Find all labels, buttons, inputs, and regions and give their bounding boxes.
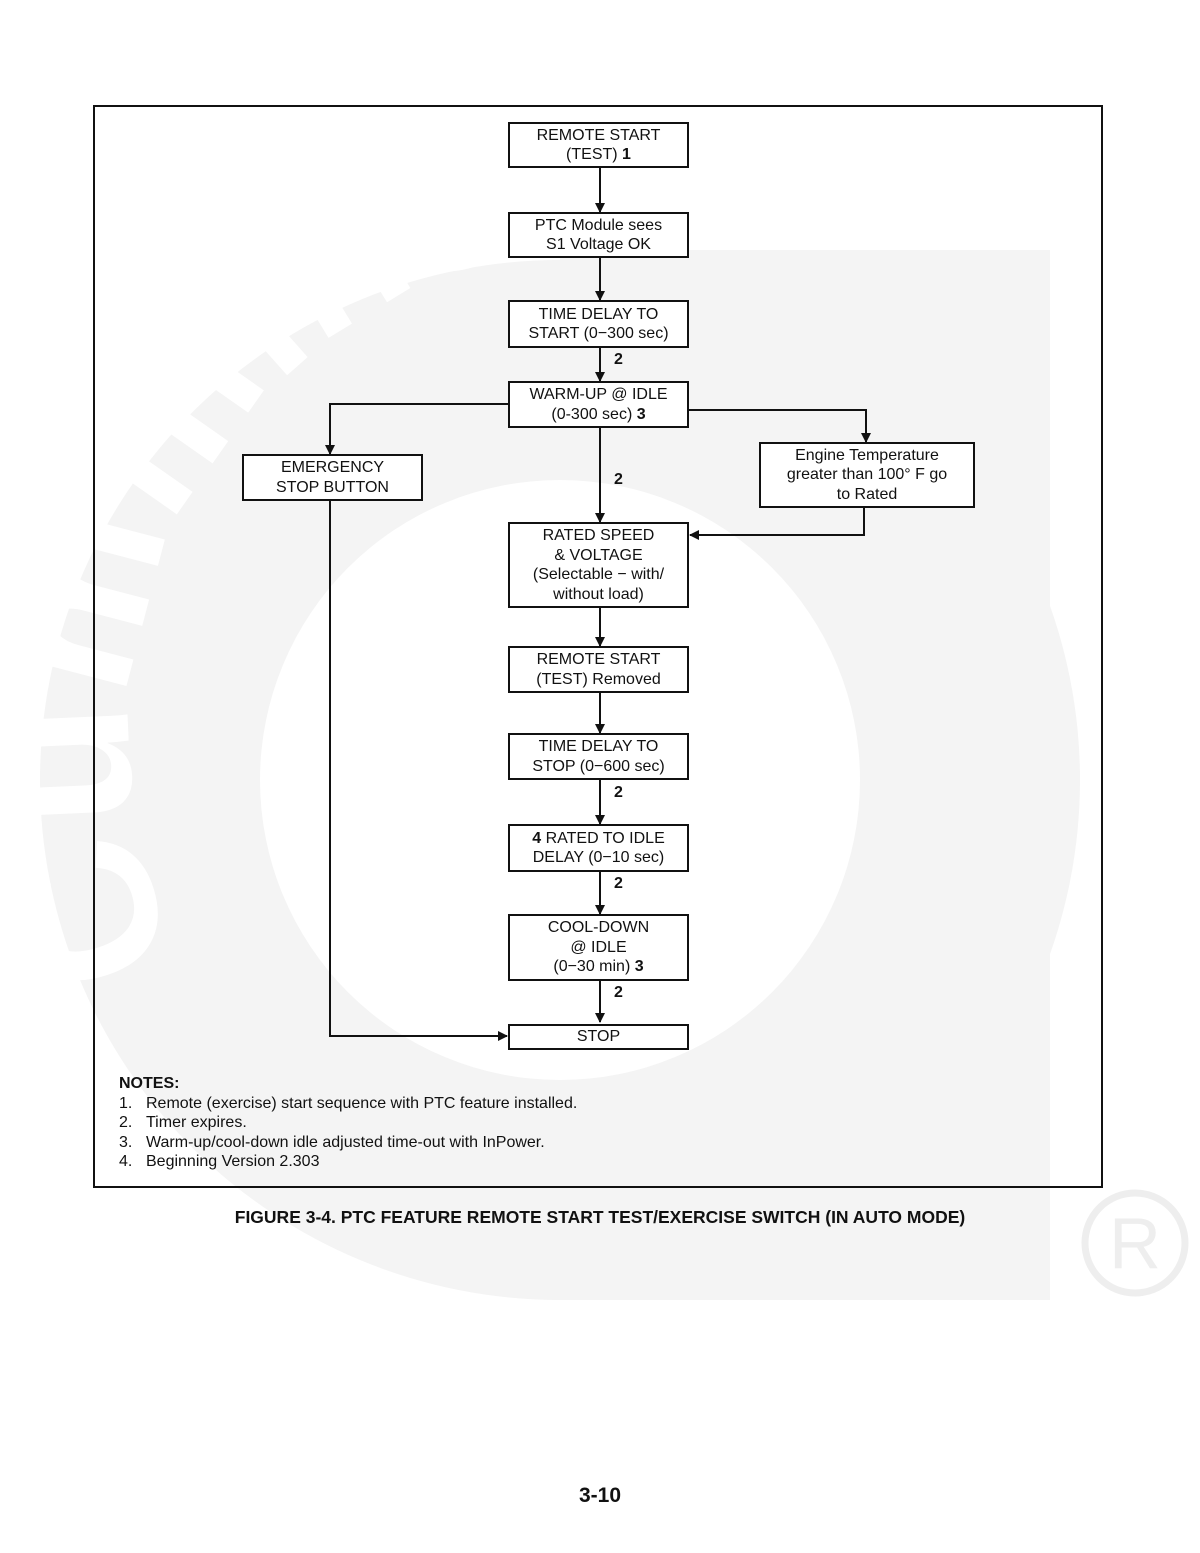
timer-label-stop-delay: 2: [614, 784, 623, 801]
note-number: 2.: [119, 1114, 133, 1131]
timer-label-warmup: 2: [614, 471, 623, 488]
note-text: Beginning Version 2.303: [146, 1153, 320, 1170]
figure-caption: FIGURE 3-4. PTC FEATURE REMOTE START TES…: [234, 1207, 966, 1227]
box-ptc-module: PTC Module sees S1 Voltage OK: [508, 212, 689, 258]
note-ref-4: 4: [532, 829, 542, 847]
timer-label-cooldown: 2: [614, 984, 623, 1001]
note-number: 4.: [119, 1153, 133, 1170]
box-stop: STOP: [508, 1024, 689, 1050]
box-remote-removed-line2: (TEST) Removed: [536, 670, 661, 688]
box-time-delay-start-line2: START (0−300 sec): [528, 325, 669, 342]
registered-mark-icon: [1081, 1189, 1189, 1297]
box-ptc-module-line1: PTC Module sees: [534, 216, 663, 234]
note-item: 2. Timer expires.: [119, 1113, 577, 1133]
box-ptc-module-line2: S1 Voltage OK: [546, 236, 651, 253]
figure-frame: [93, 105, 1103, 1188]
registered-mark-letter: R: [1109, 1204, 1161, 1284]
box-emergency-stop-line1: EMERGENCY: [280, 459, 385, 476]
box-cooldown-line2: @ IDLE: [570, 938, 627, 956]
box-time-delay-stop-line2: STOP (0−600 sec): [532, 757, 665, 775]
box-emergency-stop: EMERGENCY STOP BUTTON: [242, 454, 423, 501]
box-rated-speed-line2: & VOLTAGE: [554, 546, 643, 564]
note-number: 3.: [119, 1133, 133, 1151]
box-time-delay-stop-line1: TIME DELAY TO: [538, 738, 659, 755]
box-remote-start-line2: (TEST): [566, 146, 618, 163]
box-cooldown-line3: (0−30 min): [553, 958, 631, 976]
box-rated-to-idle-line2: DELAY (0−10 sec): [532, 849, 665, 866]
notes-title: NOTES:: [119, 1075, 180, 1092]
timer-label-start-delay: 2: [614, 351, 623, 368]
box-warmup-line1: WARM-UP @ IDLE: [529, 386, 668, 403]
box-time-delay-stop: TIME DELAY TO STOP (0−600 sec): [508, 733, 689, 780]
arrow-emergency-to-stop: [329, 500, 508, 1041]
box-cooldown-line1: COOL-DOWN: [547, 919, 650, 937]
note-item: 3. Warm-up/cool-down idle adjusted time-…: [119, 1133, 577, 1153]
box-warmup-line2: (0-300 sec): [551, 405, 633, 423]
box-engine-temp-line2: greater than 100° F go: [786, 466, 948, 484]
box-rated-speed: RATED SPEED & VOLTAGE (Selectable − with…: [508, 522, 689, 608]
notes-section: NOTES: 1. Remote (exercise) start sequen…: [119, 1074, 577, 1172]
arrow-warmup-to-emergency: [325, 403, 508, 455]
note-item: 1. Remote (exercise) start sequence with…: [119, 1094, 577, 1114]
box-stop-label: STOP: [576, 1028, 621, 1046]
box-emergency-stop-line2: STOP BUTTON: [276, 478, 389, 496]
box-engine-temperature: Engine Temperature greater than 100° F g…: [759, 442, 975, 508]
box-remote-start-removed: REMOTE START (TEST) Removed: [508, 646, 689, 693]
box-rated-speed-line3: (Selectable − with/: [532, 566, 665, 583]
note-ref-1: 1: [622, 146, 631, 163]
box-rated-to-idle-line1: RATED TO IDLE: [545, 829, 665, 847]
box-cooldown: COOL-DOWN @ IDLE (0−30 min) 3: [508, 914, 689, 981]
box-rated-speed-line4: without load): [553, 585, 644, 603]
box-time-delay-start-line1: TIME DELAY TO: [538, 305, 659, 323]
box-engine-temp-line3: to Rated: [836, 485, 898, 503]
box-rated-speed-line1: RATED SPEED: [542, 527, 655, 544]
note-number: 1.: [119, 1094, 133, 1112]
arrow-engine-temp-to-rated: [689, 507, 865, 540]
page-number: 3-10: [578, 1484, 622, 1507]
box-remote-removed-line1: REMOTE START: [536, 651, 661, 668]
note-text: Remote (exercise) start sequence with PT…: [146, 1094, 578, 1112]
box-remote-start-line1: REMOTE START: [536, 126, 661, 144]
box-time-delay-start: TIME DELAY TO START (0−300 sec): [508, 300, 689, 348]
note-ref-3-cooldown: 3: [634, 958, 644, 976]
box-rated-to-idle: 4 RATED TO IDLE DELAY (0−10 sec): [508, 824, 689, 872]
box-warmup: WARM-UP @ IDLE (0-300 sec) 3: [508, 381, 689, 428]
note-text: Warm-up/cool-down idle adjusted time-out…: [146, 1133, 545, 1151]
note-ref-3: 3: [636, 405, 646, 423]
box-engine-temp-line1: Engine Temperature: [795, 446, 939, 464]
box-remote-start: REMOTE START (TEST) 1: [508, 122, 689, 168]
timer-label-rated-idle: 2: [614, 875, 623, 892]
note-text: Timer expires.: [146, 1114, 247, 1131]
note-item: 4. Beginning Version 2.303: [119, 1152, 577, 1172]
arrow-warmup-to-engine-temp: [688, 409, 871, 443]
